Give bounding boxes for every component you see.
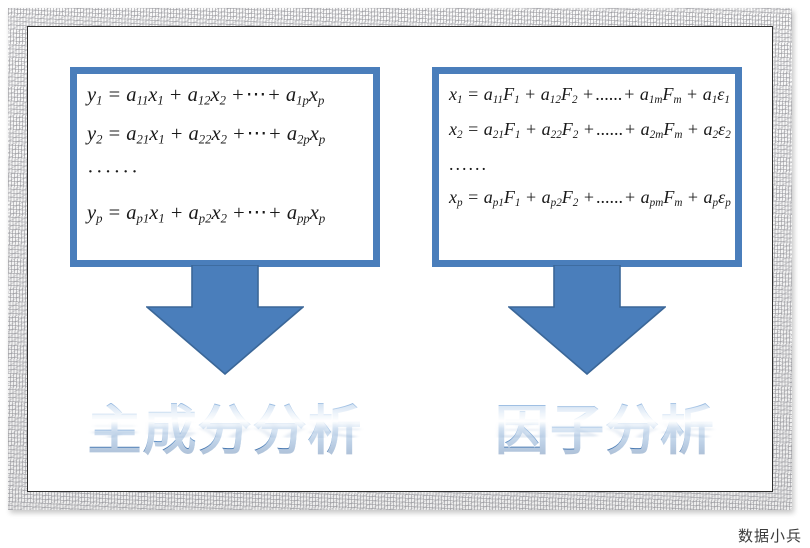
- title-block-fa: 因子分析 因子分析: [440, 403, 770, 493]
- equation-line: yp = ap1x1 + ap2x2 +⋯+ appxp: [87, 201, 326, 226]
- equation-ellipsis: ......: [449, 154, 488, 174]
- title-block-pca: 主成分分析 主成分分析: [60, 403, 390, 493]
- diagram-canvas: y1 = a11x1 + a12x2 +⋯+ a1pxp y2 = a21x1 …: [28, 27, 772, 491]
- equation-list-pca: y1 = a11x1 + a12x2 +⋯+ a1pxp y2 = a21x1 …: [77, 74, 373, 260]
- equation-line: x1 = a11F1 + a12F2 +......+ a1mFm + a1ε1: [449, 84, 730, 107]
- down-arrow-icon-fa: [508, 265, 666, 375]
- equation-line: xp = ap1F1 + ap2F2 +......+ apmFm + apεp: [449, 187, 731, 210]
- down-arrow-icon-pca: [146, 265, 304, 375]
- page-title-fa: 因子分析: [495, 399, 715, 462]
- equation-box-fa: x1 = a11F1 + a12F2 +......+ a1mFm + a1ε1…: [432, 67, 742, 267]
- equation-list-fa: x1 = a11F1 + a12F2 +......+ a1mFm + a1ε1…: [439, 74, 735, 260]
- watermark: 数据小兵: [737, 527, 802, 545]
- equation-line: x2 = a21F1 + a22F2 +......+ a2mFm + a2ε2: [449, 119, 731, 142]
- equation-line: y1 = a11x1 + a12x2 +⋯+ a1pxp: [87, 84, 325, 108]
- equation-ellipsis: ······: [87, 161, 140, 183]
- equation-box-pca: y1 = a11x1 + a12x2 +⋯+ a1pxp y2 = a21x1 …: [70, 67, 380, 267]
- equation-line: y2 = a21x1 + a22x2 +⋯+ a2pxp: [87, 122, 326, 147]
- page-title-pca: 主成分分析: [87, 399, 363, 462]
